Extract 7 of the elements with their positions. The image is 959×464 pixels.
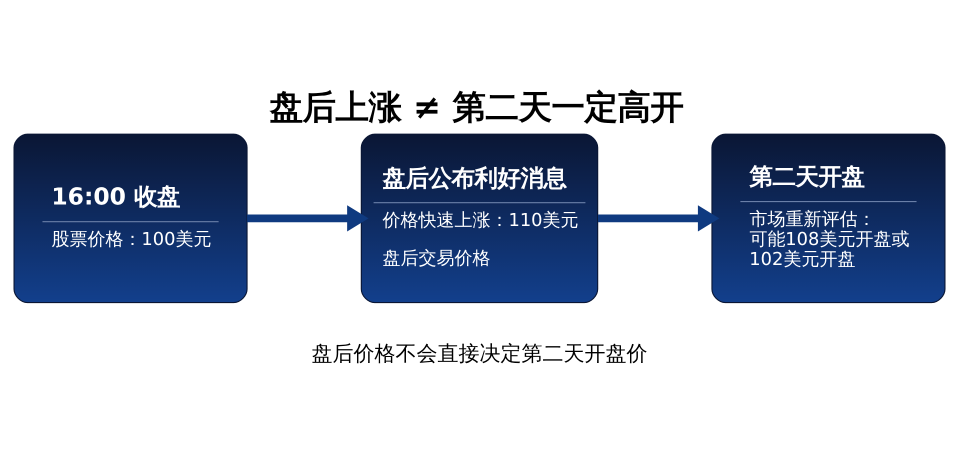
node-box: 盘后公布利好消息 价格快速上涨：110美元 盘后交易价格 [360,134,598,304]
node-box: 16:00 收盘 股票价格：100美元 [13,134,248,304]
arrow [247,205,369,232]
diagram-title: 盘后上涨 ≠ 第二天一定高开 [269,88,684,127]
node-box: 第二天开盘 市场重新评估：可能108美元开盘或 102美元开盘 [711,134,946,304]
caption: 盘后价格不会直接决定第二天开盘价 [312,340,648,366]
arrow [598,205,720,232]
